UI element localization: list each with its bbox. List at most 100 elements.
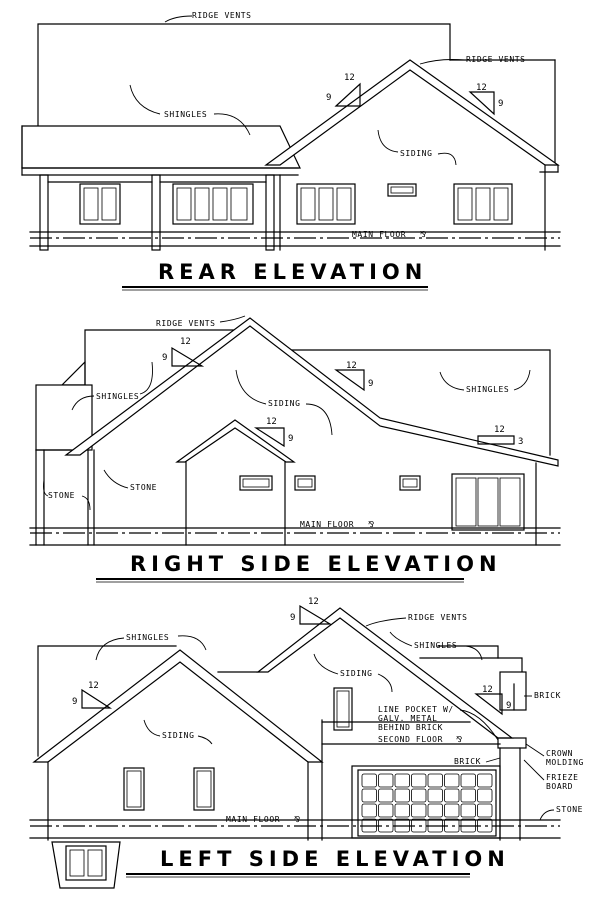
rear-window [387,183,417,197]
garage-panel [394,803,410,818]
left-crown-molding-note-1: CROWN [546,749,573,758]
garage-panel [394,773,410,788]
rear-pitch-left-triangle [334,82,361,107]
left-pitch-top-triangle [299,604,333,625]
left-side-elevation-title: LEFT SIDE ELEVATION [160,847,510,871]
garage-panel [427,773,443,788]
rear-ridge-vents-left-note: RIDGE VENTS [192,11,252,20]
garage-panel [444,803,460,818]
right-main-gable [64,317,559,467]
garage-panel [477,773,493,788]
rear-window [79,183,121,225]
rear-pitch-left-rise: 9 [326,93,331,103]
garage-panels [361,773,493,833]
rear-ridge-vents-right-note: RIDGE VENTS [466,55,526,64]
right-window [451,473,525,531]
garage-panel [444,788,460,803]
left-main-floor-note: MAIN FLOOR [226,815,280,824]
garage-panel [361,788,377,803]
garage-panel [460,773,476,788]
rear-pitch-right-rise: 9 [498,99,503,109]
left-side-elevation: 12 9 12 9 12 9 SHINGLES RIDGE VENTS SHIN… [29,597,584,889]
left-window [123,767,145,811]
rear-elevation: 12 9 12 9 RIDGE VENTS RIDGE VENTS SHINGL… [21,11,561,291]
right-stone-left-note: STONE [48,491,75,500]
rear-main-floor-symbol: ⅋ [420,230,427,239]
left-window-well [51,841,121,889]
left-back-roof [37,645,177,757]
right-siding-note: SIDING [268,399,301,408]
left-line-pocket-note-1: LINE POCKET W/ [378,705,454,714]
right-window [294,475,316,491]
garage-panel [460,803,476,818]
garage-panel [361,803,377,818]
left-stone-note: STONE [556,805,583,814]
rear-left-roof [21,125,301,169]
rear-window [453,183,513,225]
left-siding-left-note: SIDING [162,731,195,740]
right-shingles-right-note: SHINGLES [466,385,509,394]
rear-upper-roof [37,23,451,127]
left-frieze-board-note-1: FRIEZE [546,773,579,782]
garage-panel [378,788,394,803]
garage-panel [394,788,410,803]
right-side-elevation: 12 9 12 9 12 9 12 3 RIDGE VENTS SHINGLES… [29,315,561,583]
rear-shingles-note: SHINGLES [164,110,207,119]
right-pitch-mid-rise: 9 [368,379,373,389]
garage-panel [361,773,377,788]
right-window [399,475,421,491]
left-line-pocket-note-3: BEHIND BRICK [378,723,443,732]
right-ridge-vents-note: RIDGE VENTS [156,319,216,328]
right-pitch-main-run: 12 [180,337,191,347]
rear-window [296,183,356,225]
rear-pitch-right-run: 12 [476,83,487,93]
rear-siding-note: SIDING [400,149,433,158]
right-side-elevation-title: RIGHT SIDE ELEVATION [130,552,502,576]
left-shingles-left-note: SHINGLES [126,633,169,642]
left-pitch-left-run: 12 [88,681,99,691]
left-ridge-vents-note: RIDGE VENTS [408,613,468,622]
left-brick-top-note: BRICK [534,691,561,700]
garage-panel [427,788,443,803]
rear-elevation-title: REAR ELEVATION [158,260,427,284]
garage-panel [411,803,427,818]
left-brick-mid-note: BRICK [454,757,481,766]
left-pitch-top-rise: 9 [290,613,295,623]
right-pitch-low-triangle [477,435,515,445]
left-main-floor-symbol: ⅋ [294,815,301,824]
left-shingles-right-note: SHINGLES [414,641,457,650]
rear-main-floor-note: MAIN FLOOR [352,230,406,239]
right-pitch-mid-run: 12 [346,361,357,371]
left-second-floor-note: SECOND FLOOR [378,735,443,744]
garage-panel [378,773,394,788]
rear-pitch-right-triangle [468,91,495,116]
left-line-pocket-note-2: GALV. METAL [378,714,438,723]
right-pitch-low-rise: 3 [518,437,523,447]
garage-panel [477,803,493,818]
rear-window [172,183,254,225]
right-pitch-gable-triangle [253,427,285,448]
right-shingles-left-note: SHINGLES [96,392,139,401]
left-pitch-right-triangle [474,693,503,716]
right-main-floor-note: MAIN FLOOR [300,520,354,529]
left-frieze-board-note-2: BOARD [546,782,573,791]
garage-panel [378,803,394,818]
right-small-gable [175,419,296,463]
left-siding-right-note: SIDING [340,669,373,678]
right-window [239,475,273,491]
right-main-floor-symbol: ⅋ [368,520,375,529]
left-window [333,687,353,731]
rear-pitch-left-run: 12 [344,73,355,83]
garage-panel [411,773,427,788]
garage-panel [477,788,493,803]
left-crown-molding-note-2: MOLDING [546,758,584,767]
right-pitch-low-run: 12 [494,425,505,435]
garage-panel [411,788,427,803]
right-pitch-mid-triangle [334,369,365,392]
right-stone-right-note: STONE [130,483,157,492]
left-window [193,767,215,811]
garage-panel [460,788,476,803]
right-pitch-gable-run: 12 [266,417,277,427]
right-pitch-gable-rise: 9 [288,434,293,444]
